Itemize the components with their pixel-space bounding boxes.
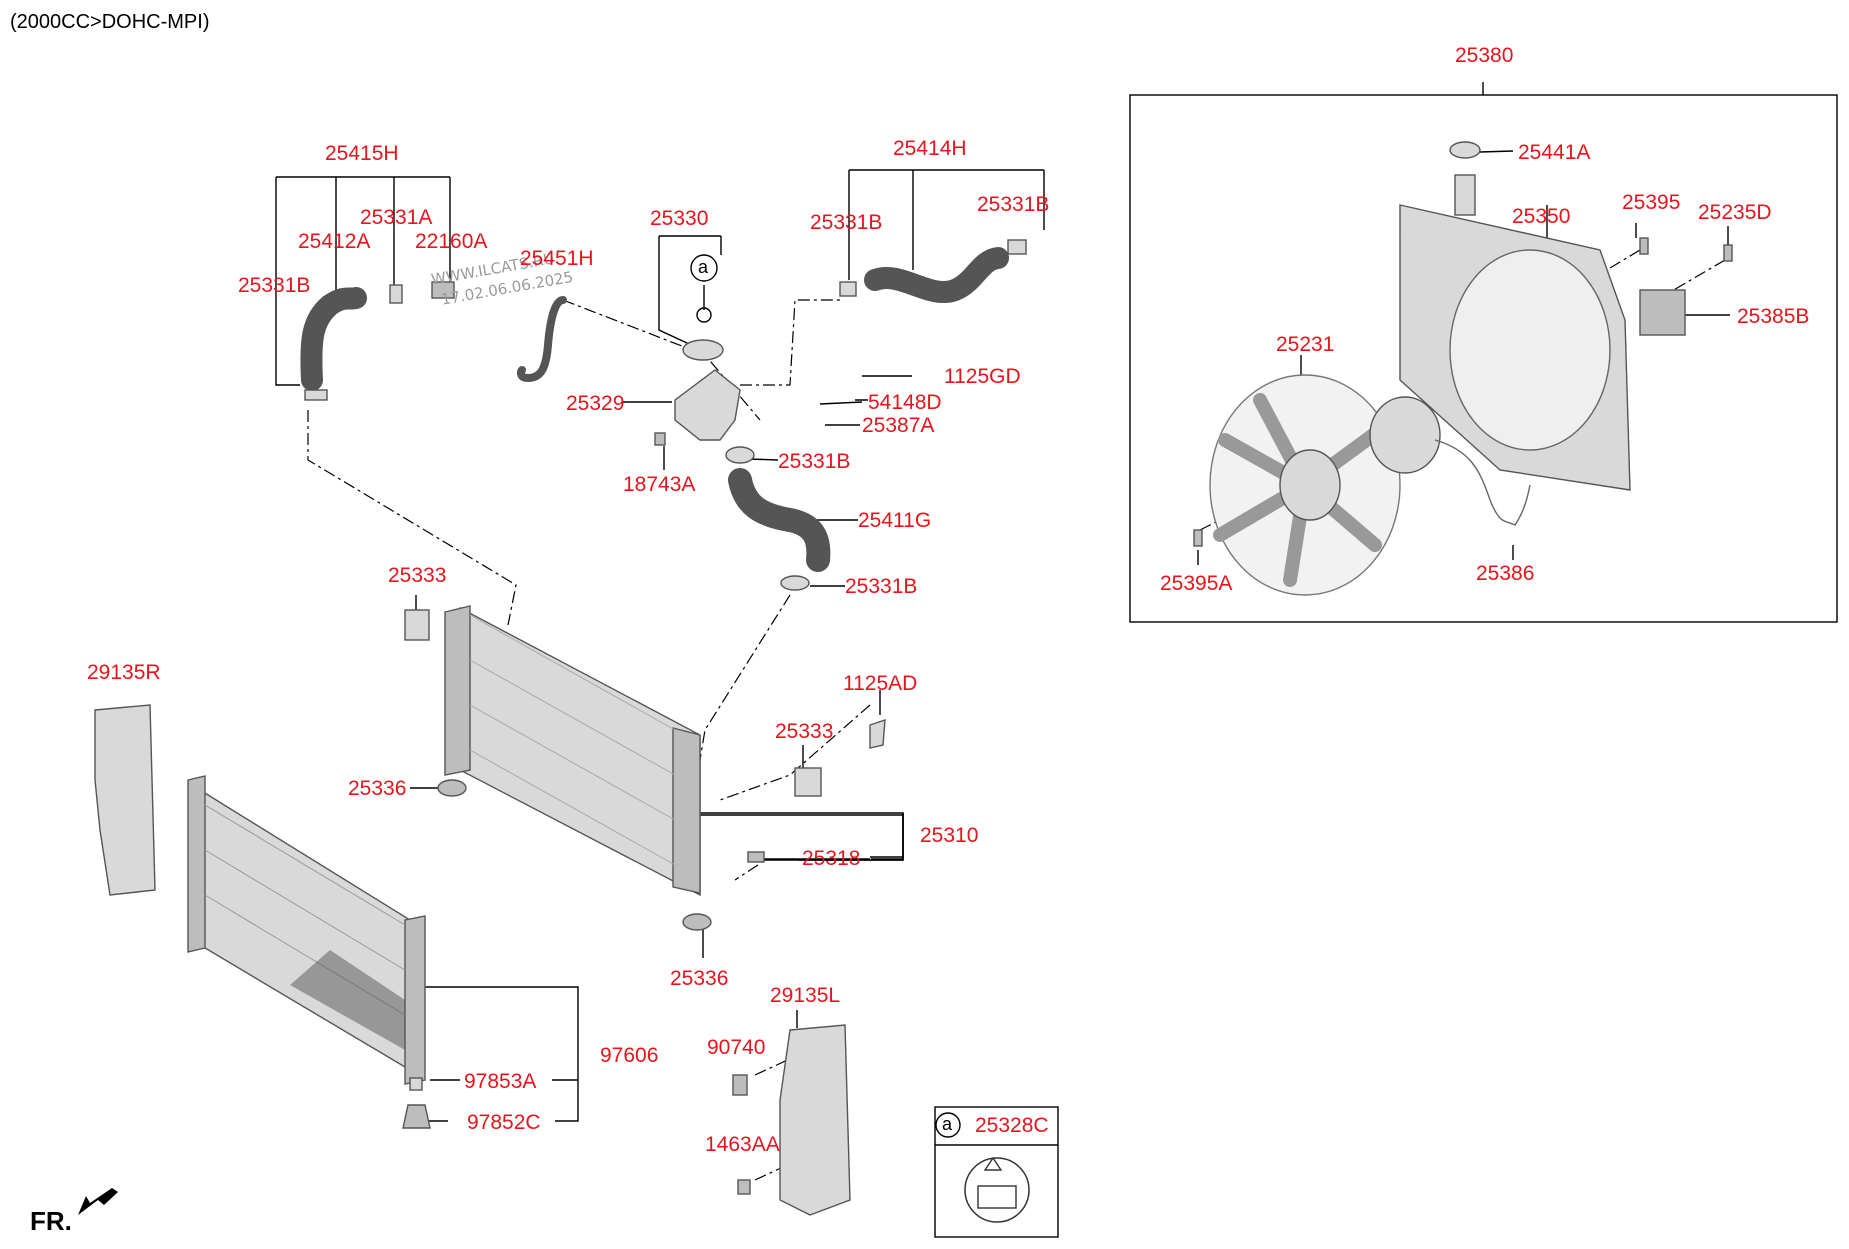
label-25415H[interactable]: 25415H bbox=[325, 142, 399, 165]
label-25235D[interactable]: 25235D bbox=[1698, 201, 1772, 224]
upper-hose-25414H bbox=[839, 239, 1027, 303]
label-1125GD[interactable]: 1125GD bbox=[944, 365, 1021, 388]
label-29135L[interactable]: 29135L bbox=[770, 984, 841, 1007]
label-25310[interactable]: 25310 bbox=[920, 824, 979, 847]
label-25441A[interactable]: 25441A bbox=[1518, 141, 1591, 164]
drain-plug-25318 bbox=[747, 851, 765, 863]
label-25231[interactable]: 25231 bbox=[1276, 333, 1335, 356]
ref-marker-a: a bbox=[698, 257, 709, 277]
label-25451H[interactable]: 25451H bbox=[520, 247, 594, 270]
front-arrow bbox=[78, 1188, 118, 1215]
label-25331B-mid[interactable]: 25331B bbox=[810, 211, 883, 234]
label-25385B[interactable]: 25385B bbox=[1737, 305, 1810, 328]
label-25336-bottom[interactable]: 25336 bbox=[670, 967, 729, 990]
label-25331B-right[interactable]: 25331B bbox=[977, 193, 1050, 216]
label-25350[interactable]: 25350 bbox=[1512, 205, 1571, 228]
front-indicator: FR. bbox=[30, 1206, 72, 1236]
label-25336-top[interactable]: 25336 bbox=[348, 777, 407, 800]
cushion-25336 bbox=[437, 779, 712, 931]
label-29135R[interactable]: 29135R bbox=[87, 661, 161, 684]
label-25329[interactable]: 25329 bbox=[566, 392, 625, 415]
label-25395A[interactable]: 25395A bbox=[1160, 572, 1233, 595]
label-97606[interactable]: 97606 bbox=[600, 1044, 659, 1067]
radiator-25310 bbox=[444, 605, 701, 897]
callout-marker-a: a bbox=[942, 1114, 953, 1134]
label-25380[interactable]: 25380 bbox=[1455, 44, 1514, 67]
label-25411G[interactable]: 25411G bbox=[858, 509, 932, 532]
label-54148D[interactable]: 54148D bbox=[868, 391, 942, 414]
label-90740[interactable]: 90740 bbox=[707, 1036, 766, 1059]
engine-spec-header: (2000CC>DOHC-MPI) bbox=[10, 11, 210, 33]
callout-circle-a bbox=[690, 254, 961, 1138]
callout-part-25328C[interactable]: 25328C bbox=[975, 1114, 1049, 1137]
label-25387A[interactable]: 25387A bbox=[862, 414, 935, 437]
mount-25333 bbox=[404, 609, 822, 797]
fan-shroud-25350 bbox=[1399, 141, 1631, 491]
screws bbox=[1193, 237, 1733, 547]
label-25395[interactable]: 25395 bbox=[1622, 191, 1681, 214]
label-97852C[interactable]: 97852C bbox=[467, 1111, 541, 1134]
motor-25386 bbox=[1369, 396, 1531, 526]
label-icon-25328C bbox=[964, 1156, 1030, 1223]
air-guard-29135L bbox=[732, 1024, 851, 1216]
outlet-hose-25411G bbox=[725, 446, 831, 591]
label-25331B-lower[interactable]: 25331B bbox=[845, 575, 918, 598]
sensor-22160A bbox=[431, 281, 455, 299]
label-25414H[interactable]: 25414H bbox=[893, 137, 967, 160]
breather-hose-25451H bbox=[516, 296, 567, 383]
label-25318[interactable]: 25318 bbox=[802, 847, 861, 870]
label-25331B-outlet[interactable]: 25331B bbox=[778, 450, 851, 473]
label-18743A[interactable]: 18743A bbox=[623, 473, 696, 496]
resistor-25385B bbox=[1639, 289, 1686, 336]
condenser-97606 bbox=[187, 775, 431, 1129]
label-25412A[interactable]: 25412A bbox=[298, 230, 371, 253]
label-25333-top[interactable]: 25333 bbox=[388, 564, 447, 587]
label-1463AA[interactable]: 1463AA bbox=[705, 1133, 780, 1156]
label-25331B-left[interactable]: 25331B bbox=[238, 274, 311, 297]
clamp-25331A bbox=[389, 284, 403, 304]
air-guard-29135R bbox=[94, 704, 156, 896]
label-25386[interactable]: 25386 bbox=[1476, 562, 1535, 585]
label-97853A[interactable]: 97853A bbox=[464, 1070, 537, 1093]
label-25331A[interactable]: 25331A bbox=[360, 206, 433, 229]
filler-neck-25329 bbox=[654, 307, 741, 446]
upper-hose-left bbox=[300, 287, 367, 401]
label-25333-right[interactable]: 25333 bbox=[775, 720, 834, 743]
label-22160A[interactable]: 22160A bbox=[415, 230, 488, 253]
label-1125AD[interactable]: 1125AD bbox=[843, 672, 918, 695]
bolt-1125AD bbox=[869, 719, 886, 749]
label-25330[interactable]: 25330 bbox=[650, 207, 709, 230]
fan-25231 bbox=[1209, 374, 1401, 596]
